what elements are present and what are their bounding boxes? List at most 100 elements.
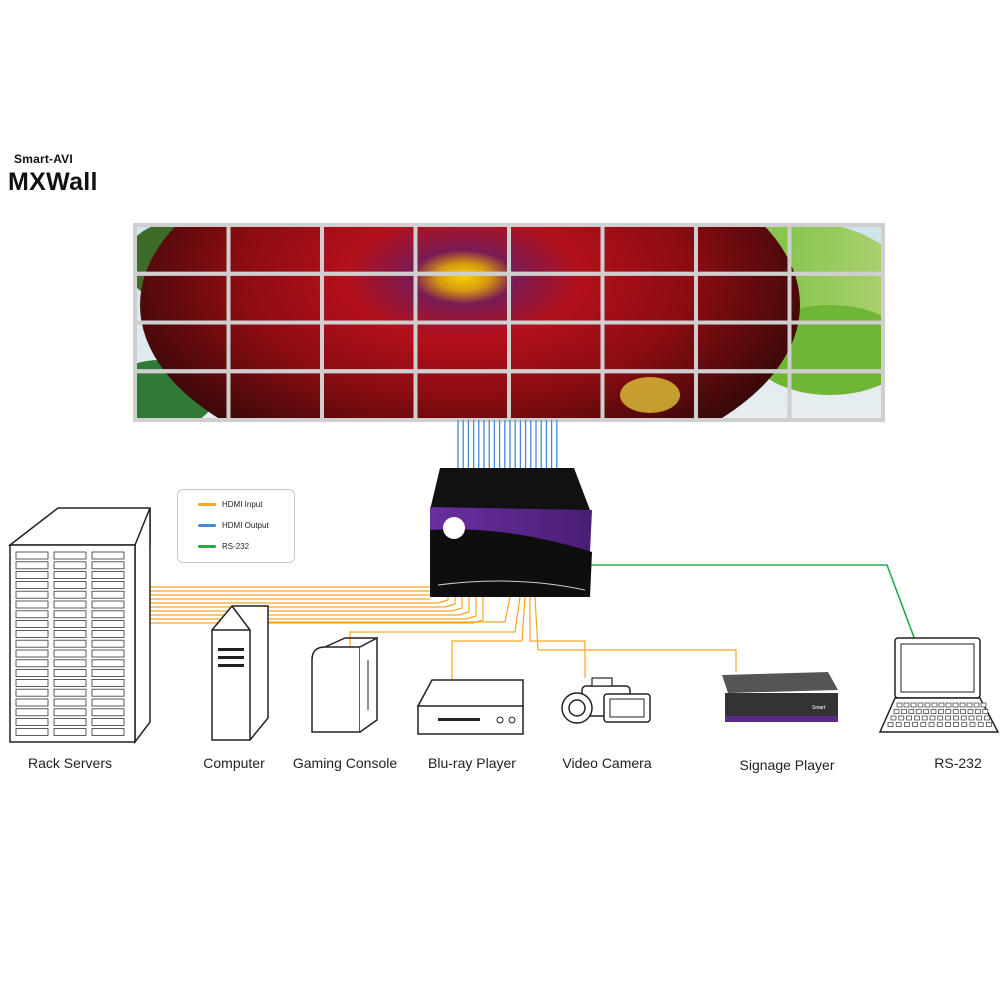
server-bay xyxy=(15,718,49,726)
server-bay xyxy=(91,620,125,628)
keyboard-key xyxy=(893,709,900,714)
keyboard-key xyxy=(984,715,990,721)
label-rs232: RS-232 xyxy=(934,755,982,771)
keyboard-key xyxy=(938,702,945,708)
server-bay xyxy=(53,571,87,579)
signage-player-device[interactable]: Smart xyxy=(722,672,838,722)
keyboard-key xyxy=(953,715,959,721)
keyboard-key xyxy=(904,722,910,727)
server-bay xyxy=(53,630,87,638)
keyboard-key xyxy=(975,709,981,714)
keyboard-key xyxy=(928,722,935,727)
hdmi-input-line xyxy=(349,596,521,647)
label-bluray-player: Blu-ray Player xyxy=(428,755,516,771)
keyboard-key xyxy=(921,715,928,721)
server-bay xyxy=(91,708,125,717)
mxwall-controller[interactable] xyxy=(430,468,592,597)
rs232-cable xyxy=(590,564,916,641)
keyboard-key xyxy=(898,715,905,721)
server-bay xyxy=(15,679,49,687)
server-bay xyxy=(91,659,125,668)
keyboard-key xyxy=(938,709,944,714)
server-bay xyxy=(91,561,125,570)
hdmi-input-line xyxy=(451,596,526,680)
cable-legend: HDMI Input HDMI Output RS-232 xyxy=(177,489,295,563)
keyboard-key xyxy=(945,702,952,708)
legend-item-hdmi-output: HDMI Output xyxy=(198,521,269,530)
keyboard-key xyxy=(952,709,959,714)
server-bay xyxy=(15,561,49,570)
keyboard-key xyxy=(920,722,927,727)
keyboard-key xyxy=(906,715,912,721)
legend-label: HDMI Output xyxy=(222,521,269,530)
hdmi-input-line xyxy=(150,597,463,612)
keyboard-key xyxy=(917,702,924,708)
keyboard-key xyxy=(914,715,920,721)
keyboard-key xyxy=(931,702,938,708)
product-title: MXWall xyxy=(8,168,98,196)
keyboard-key xyxy=(960,709,966,714)
bluray-player-device[interactable] xyxy=(416,679,524,735)
server-bay xyxy=(15,620,49,628)
server-bay xyxy=(15,669,49,677)
keyboard-key xyxy=(966,702,973,708)
keyboard-key xyxy=(930,709,937,714)
rack-servers-device[interactable] xyxy=(7,507,151,745)
keyboard-key xyxy=(952,702,959,708)
server-bay xyxy=(15,698,49,707)
keyboard-key xyxy=(937,715,944,721)
laptop-keyboard xyxy=(887,702,992,727)
keyboard-key xyxy=(895,722,902,727)
hdmi-input-line xyxy=(150,597,449,604)
keyboard-key xyxy=(982,709,989,714)
laptop-rs232-device[interactable] xyxy=(878,637,1000,733)
server-bay xyxy=(91,581,125,589)
server-bay xyxy=(53,551,87,560)
server-bay xyxy=(91,718,125,726)
legend-label: HDMI Input xyxy=(222,500,263,509)
server-bay xyxy=(53,659,87,668)
keyboard-key xyxy=(945,709,952,714)
hdmi-input-swatch xyxy=(198,503,216,506)
signage-player-logo: Smart xyxy=(812,705,826,711)
server-bay xyxy=(15,639,49,648)
keyboard-key xyxy=(945,715,951,721)
keyboard-key xyxy=(929,715,936,721)
server-bay xyxy=(91,571,125,579)
server-bay xyxy=(53,718,87,726)
keyboard-key xyxy=(977,722,984,727)
server-bay xyxy=(91,728,125,736)
server-bay xyxy=(91,551,125,560)
label-computer: Computer xyxy=(203,755,265,771)
keyboard-key xyxy=(901,709,907,714)
server-bay xyxy=(53,581,87,589)
server-bay xyxy=(15,600,49,609)
keyboard-key xyxy=(973,702,980,708)
keyboard-key xyxy=(887,722,894,727)
server-bay xyxy=(53,679,87,687)
server-bay xyxy=(91,639,125,648)
rack-server-bays xyxy=(15,551,125,736)
keyboard-key xyxy=(967,709,974,714)
gaming-console-device[interactable] xyxy=(311,636,378,733)
hdmi-output-swatch xyxy=(198,524,216,527)
keyboard-key xyxy=(890,715,897,721)
server-bay xyxy=(91,610,125,619)
server-bay xyxy=(91,649,125,658)
keyboard-key xyxy=(976,715,983,721)
computer-device[interactable] xyxy=(211,605,269,741)
keyboard-key xyxy=(936,722,943,727)
server-bay xyxy=(53,649,87,658)
keyboard-key xyxy=(923,709,929,714)
hdmi-output-cables xyxy=(457,420,558,470)
legend-item-rs232: RS-232 xyxy=(198,542,249,551)
keyboard-key xyxy=(960,715,967,721)
video-wall xyxy=(133,223,885,422)
keyboard-key xyxy=(959,702,966,708)
keyboard-key xyxy=(945,722,951,727)
keyboard-key xyxy=(961,722,968,727)
keyboard-key xyxy=(969,722,976,727)
video-camera-device[interactable] xyxy=(561,677,651,724)
server-bay xyxy=(91,679,125,687)
server-bay xyxy=(91,630,125,638)
